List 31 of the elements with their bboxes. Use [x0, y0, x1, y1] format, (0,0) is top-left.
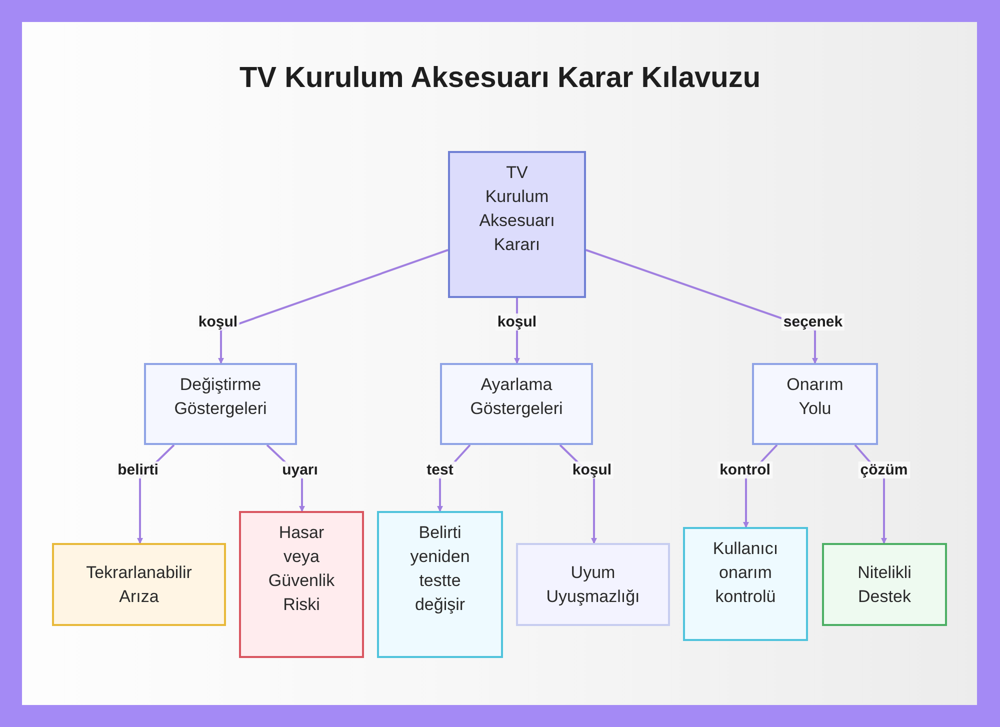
node-text: Onarım Yolu: [786, 374, 844, 420]
diagram-title: TV Kurulum Aksesuarı Karar Kılavuzu: [238, 62, 762, 95]
process-box: [239, 511, 364, 658]
edge-label: çözüm: [858, 462, 910, 478]
arrow: [218, 249, 448, 364]
node-text: Uyum Uyuşmazlığı: [545, 562, 641, 608]
node-text: Kullanıcı onarım kontrolü: [712, 538, 780, 608]
process-box: [752, 363, 878, 445]
edge-label: koşul: [196, 314, 240, 330]
edge-label: belirti: [116, 462, 160, 478]
node-text: TV Kurulum Aksesuarı Kararı: [478, 162, 556, 256]
process-box: [377, 511, 503, 658]
process-box: [52, 543, 226, 626]
process-box: [822, 543, 947, 626]
edge-label: kontrol: [718, 462, 772, 478]
process-box: [683, 527, 808, 641]
node-text: Belirti yeniden testte değişir: [409, 522, 471, 616]
node-text: Ayarlama Göstergeleri: [469, 374, 564, 420]
process-box: [448, 151, 586, 298]
edge-label: koşul: [495, 314, 539, 330]
edge-label: seçenek: [781, 314, 845, 330]
node-text: Tekrarlanabilir Arıza: [85, 562, 193, 608]
node-text: Hasar veya Güvenlik Riski: [267, 522, 336, 616]
edge-label: koşul: [570, 462, 614, 478]
node-text: Nitelikli Destek: [856, 562, 912, 608]
process-box: [516, 543, 670, 626]
process-box: [440, 363, 593, 445]
node-text: Değiştirme Göstergeleri: [173, 374, 268, 420]
edge-label: uyarı: [280, 462, 320, 478]
edge-label: test: [424, 462, 456, 478]
process-box: [144, 363, 297, 445]
